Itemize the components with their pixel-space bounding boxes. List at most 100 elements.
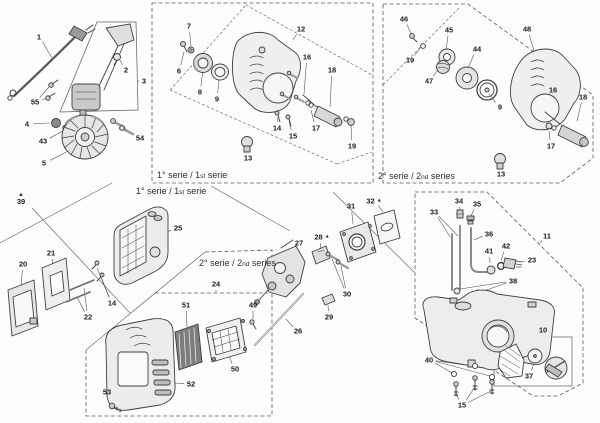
part-number: 36: [484, 229, 494, 239]
part-number: 19: [405, 55, 415, 65]
leader-line: [83, 287, 88, 312]
part-number: 12: [296, 24, 306, 34]
leader-line: [467, 54, 475, 69]
part-label-16: 16: [303, 53, 311, 61]
part-label-25: 25: [174, 224, 182, 232]
part-label-21: 21: [47, 249, 55, 257]
part-number: 5: [41, 158, 47, 168]
screws-55-art: [45, 79, 59, 101]
box-fuel-tank: [414, 191, 584, 397]
part-label-41: 41: [485, 247, 493, 255]
part-label-40: 40: [425, 356, 433, 364]
leader-line: [310, 109, 315, 123]
leader-line: [49, 130, 64, 139]
part-number: 33: [429, 207, 439, 217]
leader-line: [42, 41, 53, 59]
part-number: 45: [444, 25, 454, 35]
part-label-22: 22: [84, 313, 92, 321]
part-label-47: 47: [425, 77, 433, 85]
part-label-38: 38: [509, 277, 517, 285]
part-number: 44: [472, 44, 482, 54]
part-label-5: 5: [42, 159, 46, 167]
part-label-43: 43: [39, 137, 47, 145]
part-label-8: 8: [198, 88, 202, 96]
part-label-9: 9: [498, 103, 502, 111]
muffler-1st-serie-art: [113, 206, 169, 285]
part-label-28: 28▲: [314, 233, 329, 241]
part-label-34: 34: [455, 197, 463, 205]
leader-line: [180, 51, 185, 66]
part-number: 49: [248, 300, 258, 310]
leader-line: [414, 46, 422, 56]
part-number: 24: [211, 279, 221, 289]
leader-line: [186, 310, 188, 328]
part-label-24: 24: [212, 280, 220, 288]
part-number: 3: [141, 76, 147, 86]
part-label-50: 50: [231, 365, 239, 373]
part-label-2: 2: [124, 66, 128, 74]
part-label-3: 3: [142, 77, 146, 85]
part-number: 42: [501, 241, 511, 251]
part-number: 9: [214, 94, 220, 104]
part-label-39: ▲39: [17, 192, 25, 206]
part-number: 10: [538, 325, 548, 335]
box-ignition-coil: [59, 21, 139, 113]
part-number: 34: [454, 196, 464, 206]
leader-line: [50, 149, 71, 161]
serie-label-2nd-starter: 2° serie / 2nd series: [378, 171, 455, 181]
part-number: 54: [135, 133, 145, 143]
part-label-17: 17: [312, 124, 320, 132]
muffler-plates-art: [7, 257, 105, 337]
part-number: 29: [324, 312, 334, 322]
part-number: 31: [346, 201, 356, 211]
leader-line: [576, 102, 582, 122]
leader-line: [217, 78, 220, 94]
part-number: 48: [522, 24, 532, 34]
part-number: 51: [181, 300, 191, 310]
part-label-19: 19: [348, 142, 356, 150]
part-label-9: 9: [215, 95, 219, 103]
part-number: 15: [457, 400, 467, 410]
part-number: 18: [327, 65, 337, 75]
serie-text: 2° serie / 2: [378, 171, 422, 181]
part-number: 25: [173, 223, 183, 233]
part-label-52: 52: [187, 380, 195, 388]
part-number: 35: [472, 199, 482, 209]
leader-line: [76, 296, 85, 312]
box-starter-1st-serie: [151, 2, 374, 184]
part-number: 6: [176, 66, 182, 76]
part-number: 40: [424, 355, 434, 365]
leader-line: [39, 86, 50, 98]
leader-line: [173, 382, 185, 384]
serie-sub: nd: [421, 174, 429, 181]
part-number: 26: [293, 326, 303, 336]
part-label-45: 45: [445, 26, 453, 34]
part-label-1: 1: [37, 33, 41, 41]
part-label-7: 7: [187, 22, 191, 30]
part-number: 7: [186, 21, 192, 31]
fuel-tank-art: [422, 209, 568, 397]
part-number: 27: [294, 238, 304, 248]
leader-line: [459, 281, 507, 290]
part-label-29: 29: [325, 313, 333, 321]
part-label-37: 37: [525, 372, 533, 380]
part-number: 19: [347, 141, 357, 151]
part-label-35: 35: [473, 200, 481, 208]
part-label-44: 44: [473, 45, 481, 53]
box-starter-2nd-inner-axis: [382, 6, 461, 86]
triangle-marker-icon: ▲: [324, 233, 330, 240]
part-label-13: 13: [244, 154, 252, 162]
serie-label-1st-muffler: 1° serie / 1st serie: [136, 186, 206, 196]
leader-line: [303, 62, 307, 95]
leader-line: [468, 390, 492, 403]
box-starter-1st-inner-axis: [169, 4, 373, 165]
serie-sub: nd: [242, 261, 250, 268]
serie-label-1st-top: 1° serie / 1st serie: [157, 170, 227, 180]
part-label-10: 10: [539, 326, 547, 334]
part-label-17: 17: [547, 142, 555, 150]
muffler-2nd-serie-art: [105, 317, 257, 413]
part-label-42: 42: [502, 242, 510, 250]
part-number: 37: [524, 371, 534, 381]
part-number: 41: [484, 246, 494, 256]
